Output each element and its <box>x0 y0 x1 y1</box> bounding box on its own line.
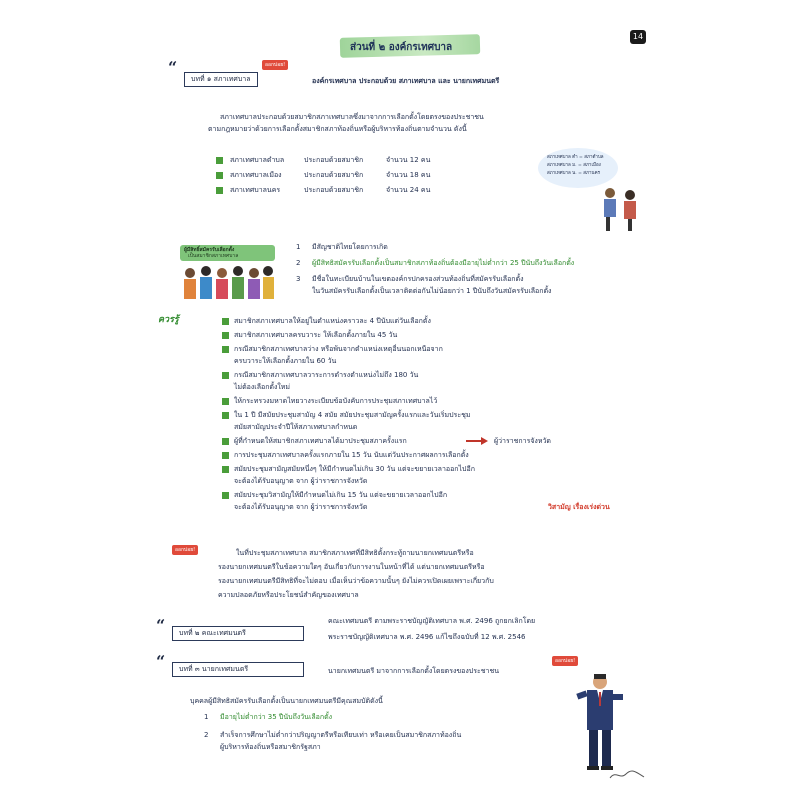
businessman-illustration-icon <box>576 674 623 770</box>
chapter2-label: บทที่ ๒ คณะเทศมนตรี <box>172 626 304 641</box>
para-b-line: ความปลอดภัยหรือประโยชน์สำคัญของเทศบาล <box>218 591 359 599</box>
sec3-line: นายกเทศมนตรี มาจากการเลือกตั้งโดยตรงของป… <box>328 667 499 675</box>
mayor-item: สำเร็จการศึกษาไม่ต่ำกว่าปริญญาตรีหรือเที… <box>220 731 462 739</box>
people-illustration-icon <box>604 188 636 231</box>
eligibility-num: 1 <box>296 243 301 251</box>
list-item: สมัยประชุมสามัญสมัยหนึ่งๆ ให้มีกำหนดไม่เ… <box>222 464 642 476</box>
sec2-line1: คณะเทศมนตรี ตามพระราชบัญญัติเทศบาล พ.ศ. … <box>328 617 536 625</box>
para-b-line: รองนายกเทศมนตรีในข้อความใดๆ อันเกี่ยวกับ… <box>218 563 485 571</box>
quote-mark: “ <box>168 58 178 77</box>
para-b-line: รองนายกเทศมนตรีมีสิทธิที่จะไม่ตอบ เมื่อเ… <box>218 577 494 585</box>
page-number: 14 <box>630 30 646 44</box>
list-item-cont: ไม่ต้องเลือกตั้งใหม่ <box>234 383 291 391</box>
know-label: ควรรู้ <box>158 315 179 325</box>
eligibility-num: 2 <box>296 259 301 267</box>
eligibility-badge-line1: ผู้มีสิทธิ์สมัครรับเลือกตั้ง <box>184 247 235 253</box>
footnote: วิสามัญ เรื่องเร่งด่วน <box>548 503 610 511</box>
square-bullet-icon <box>222 452 229 459</box>
list-item: สมาชิกสภาเทศบาลครบวาระ ให้เลือกตั้งภายใน… <box>222 330 642 344</box>
list-item: สมัยประชุมวิสามัญให้มีกำหนดไม่เกิน 15 วั… <box>222 490 642 502</box>
eligibility-badge-line2: เป็นสมาชิกสภาเทศบาล <box>188 253 239 259</box>
list-item-cont: จะต้องได้รับอนุญาต จาก ผู้ว่าราชการจังหว… <box>234 477 368 485</box>
chapter1-label: บทที่ ๑ สภาเทศบาล <box>184 72 258 87</box>
sec1-para-line2: ตามกฎหมายว่าด้วยการเลือกตั้งสมาชิกสภาท้อ… <box>208 125 467 133</box>
mayor-intro: บุคคลผู้มีสิทธิสมัครรับเลือกตั้งเป็นนายก… <box>190 697 383 705</box>
document-page: ส่วนที่ ๒ องค์กรเทศบาล 14 “ ออกบ่อย! บทท… <box>150 20 650 785</box>
list-item: การประชุมสภาเทศบาลครั้งแรกภายใน 15 วัน น… <box>222 450 642 464</box>
arrow-right-icon <box>466 437 488 445</box>
para-b-line: ในที่ประชุมสภาเทศบาล สมาชิกสภาเทศที่มีสิ… <box>236 549 474 557</box>
eligibility-item: ผู้มีสิทธิสมัครรับเลือกตั้งเป็นสมาชิกสภา… <box>312 259 575 267</box>
mayor-num: 2 <box>204 731 209 739</box>
list-item: ผู้ที่กำหนดให้สมาชิกสภาเทศบาลได้มาประชุม… <box>222 436 642 450</box>
arrow-target: ผู้ว่าราชการจังหวัด <box>494 437 551 445</box>
square-bullet-icon <box>216 172 223 179</box>
square-bullet-icon <box>216 187 223 194</box>
list-item: ให้กระทรวงมหาดไทยวางระเบียบข้อบังคับการป… <box>222 396 642 410</box>
sec1-heading: องค์กรเทศบาล ประกอบด้วย สภาเทศบาล และ นา… <box>312 77 500 85</box>
quote-mark: “ <box>156 616 166 635</box>
list-item: กรณีสมาชิกสภาเทศบาลวาระการดำรงตำแหน่งไม่… <box>222 370 642 382</box>
eligibility-num: 3 <box>296 275 301 283</box>
list-item: สมาชิกสภาเทศบาลให้อยู่ในตำแหน่งคราวละ 4 … <box>222 316 642 330</box>
list-item: กรณีสมาชิกสภาเทศบาลว่าง หรือพ้นจากตำแหน่… <box>222 344 642 356</box>
eligibility-item: มีชื่อในทะเบียนบ้านในเขตองค์กรปกครองส่วน… <box>312 275 524 283</box>
eligibility-item-cont: ในวันสมัครรับเลือกตั้งเป็นเวลาติดต่อกันไ… <box>312 287 552 295</box>
chapter3-label: บทที่ ๓ นายกเทศมนตรี <box>172 662 304 677</box>
speech-cloud <box>538 148 618 188</box>
frequent-tag: ออกบ่อย! <box>172 545 199 555</box>
square-bullet-icon <box>222 332 229 339</box>
signature-icon <box>609 770 645 779</box>
list-item-cont: ครบวาระให้เลือกตั้งภายใน 60 วัน <box>234 357 337 365</box>
page-title: ส่วนที่ ๒ องค์กรเทศบาล <box>350 42 453 53</box>
cloud-notes: สภาเทศบาล ตำ = สภาตำบล สภาเทศบาล ม. = สภ… <box>547 155 604 176</box>
mayor-item-cont: ผู้บริหารท้องถิ่นหรือสมาชิกรัฐสภา <box>220 743 321 751</box>
square-bullet-icon <box>222 492 229 499</box>
square-bullet-icon <box>216 157 223 164</box>
square-bullet-icon <box>222 372 229 379</box>
list-item: ใน 1 ปี มีสมัยประชุมสามัญ 4 สมัย สมัยประ… <box>222 410 642 422</box>
know-list: สมาชิกสภาเทศบาลให้อยู่ในตำแหน่งคราวละ 4 … <box>222 316 642 516</box>
frequent-tag: ออกบ่อย! <box>552 656 579 666</box>
quote-mark: “ <box>156 652 166 671</box>
square-bullet-icon <box>222 466 229 473</box>
sec1-para-line1: สภาเทศบาลประกอบด้วยสมาชิกสภาเทศบาลซึ่งมา… <box>220 113 484 121</box>
sec2-line2: พระราชบัญญัติเทศบาล พ.ศ. 2496 แก้ไขถึงฉบ… <box>328 633 526 641</box>
square-bullet-icon <box>222 318 229 325</box>
list-item-cont: สมัยสามัญประจำปีให้สภาเทศบาลกำหนด <box>234 423 358 431</box>
eligibility-item: มีสัญชาติไทยโดยการเกิด <box>312 243 388 251</box>
frequent-tag: ออกบ่อย! <box>262 60 289 70</box>
mayor-item: มีอายุไม่ต่ำกว่า 35 ปีนับถึงวันเลือกตั้ง <box>220 713 333 721</box>
list-item-cont: จะต้องได้รับอนุญาต จาก ผู้ว่าราชการจังหว… <box>234 503 610 511</box>
square-bullet-icon <box>222 412 229 419</box>
square-bullet-icon <box>222 346 229 353</box>
crowd-illustration-icon <box>180 245 275 299</box>
mayor-num: 1 <box>204 713 209 721</box>
square-bullet-icon <box>222 398 229 405</box>
square-bullet-icon <box>222 438 229 445</box>
